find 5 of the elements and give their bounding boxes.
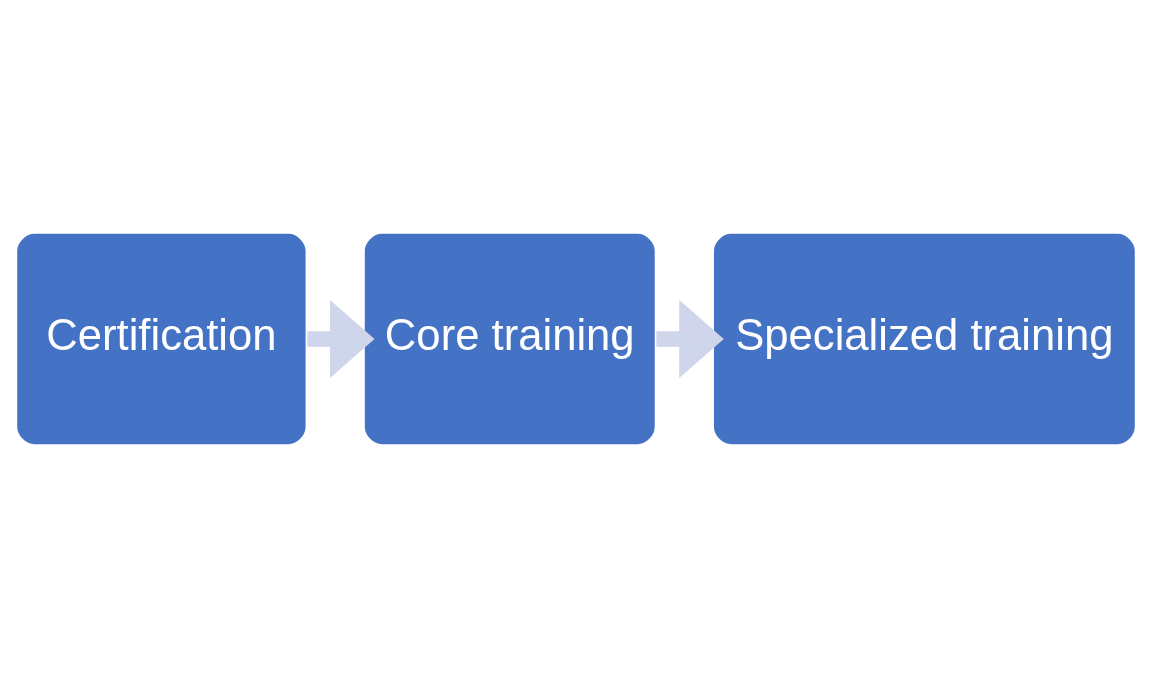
- node-box: Core training: [361, 230, 658, 447]
- arrow: [656, 299, 724, 378]
- node-box: Certification: [14, 230, 309, 447]
- arrow: [307, 299, 375, 378]
- node-box: Specialized training: [710, 230, 1138, 447]
